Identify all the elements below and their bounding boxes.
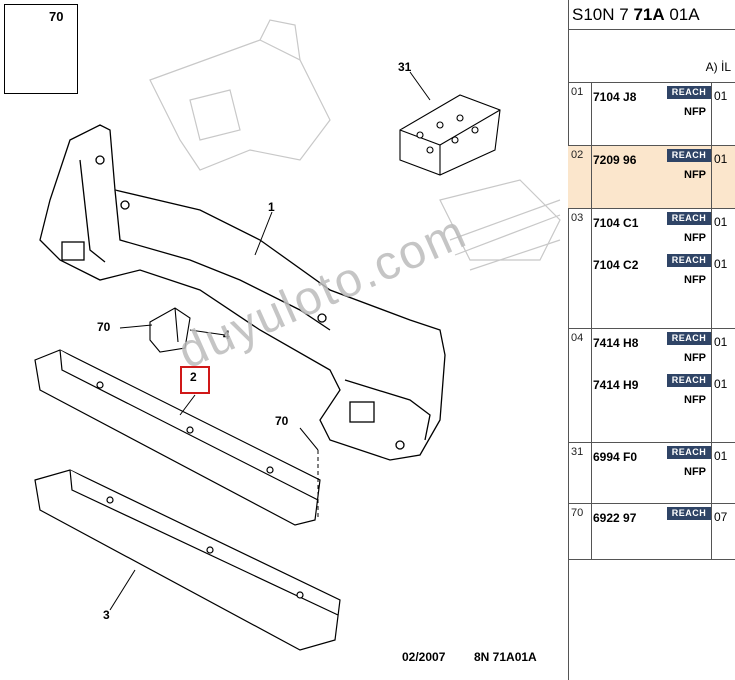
nfp-label: NFP (684, 466, 706, 478)
bracket-drawing (149, 307, 191, 353)
parts-diagram: 70 31 1 70 4 2 70 3 duyuloto.com 02/2007… (4, 0, 569, 680)
reach-badge: REACH (667, 332, 711, 345)
reach-badge: REACH (667, 149, 711, 162)
ref-suffix: 01A (664, 5, 700, 24)
nfp-label: NFP (684, 169, 706, 181)
callout-70-crossmember[interactable]: 70 (275, 414, 289, 428)
nfp-label: NFP (684, 352, 706, 364)
bolt-inset-box: 70 (4, 4, 78, 94)
callout-3[interactable]: 3 (103, 608, 110, 622)
group-number: 70 (568, 504, 592, 559)
part-number[interactable]: 6994 F0 (593, 450, 638, 464)
background-frame-outline (149, 19, 561, 271)
quantity: 01 (714, 257, 728, 271)
nfp-label: NFP (684, 394, 706, 406)
diagram-date: 02/2007 (402, 650, 446, 664)
reach-badge: REACH (667, 446, 711, 459)
reach-badge: REACH (667, 254, 711, 267)
part-number[interactable]: 7209 96 (593, 153, 637, 167)
column-label: A) İL (705, 60, 731, 74)
callout-1[interactable]: 1 (268, 200, 275, 214)
panel-reference-header: S10N 7 71A 01A (568, 0, 735, 30)
reach-badge: REACH (667, 374, 711, 387)
callout-31[interactable]: 31 (398, 60, 412, 74)
quantity: 01 (714, 449, 728, 463)
nfp-label: NFP (684, 232, 706, 244)
diagram-reference: 8N 71A01A (474, 650, 537, 664)
part-number[interactable]: 7104 J8 (593, 90, 637, 104)
quantity: 01 (714, 215, 728, 229)
quantity: 01 (714, 377, 728, 391)
reach-badge: REACH (667, 86, 711, 99)
selected-part-highlight (180, 366, 210, 394)
quantity: 07 (714, 510, 728, 524)
part-number[interactable]: 7414 H8 (593, 336, 639, 350)
callout-70-inset[interactable]: 70 (49, 9, 64, 24)
nfp-label: NFP (684, 274, 706, 286)
fastener-kit-drawing (399, 94, 501, 176)
part-number[interactable]: 7104 C1 (593, 216, 639, 230)
reach-badge: REACH (667, 212, 711, 225)
callout-2[interactable]: 2 (190, 370, 197, 384)
column-header: A) İL (568, 30, 735, 83)
quantity: 01 (714, 89, 728, 103)
ref-prefix: S10N 7 (572, 5, 634, 24)
group-number: 04 (568, 329, 592, 442)
part-number[interactable]: 7104 C2 (593, 258, 639, 272)
exploded-view-drawing (11, 19, 561, 651)
part-number[interactable]: 6922 97 (593, 511, 637, 525)
lower-shield-drawing (34, 469, 341, 651)
leader-lines (109, 71, 431, 611)
crossmember-drawing (34, 349, 321, 526)
callout-70-bracket[interactable]: 70 (97, 320, 111, 334)
ref-bold: 71A (633, 5, 665, 24)
reach-badge: REACH (667, 507, 711, 520)
group-number: 01 (568, 83, 592, 145)
quantity: 01 (714, 335, 728, 349)
callout-4[interactable]: 4 (223, 328, 230, 342)
front-panel-outline (39, 124, 446, 461)
group-number: 31 (568, 443, 592, 503)
group-number: 03 (568, 209, 592, 328)
nfp-label: NFP (684, 106, 706, 118)
group-number: 02 (568, 146, 592, 208)
quantity: 01 (714, 152, 728, 166)
part-number[interactable]: 7414 H9 (593, 378, 639, 392)
